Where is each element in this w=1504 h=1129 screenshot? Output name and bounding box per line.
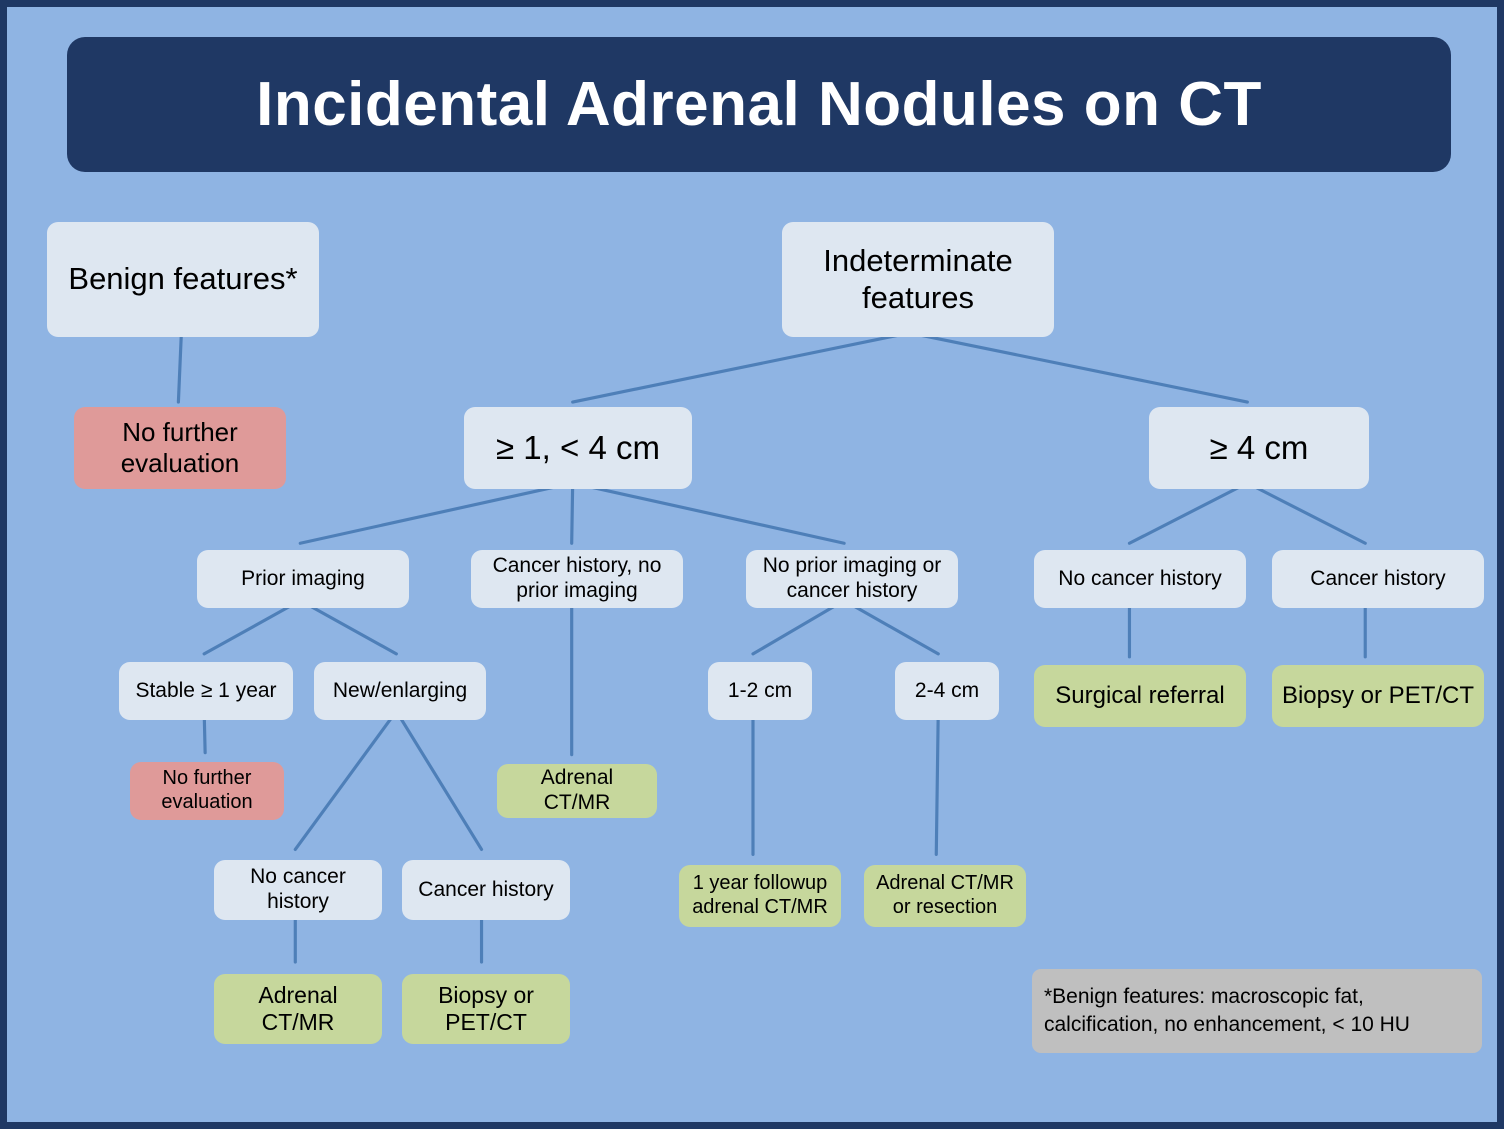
node-no_ca_hx_4[interactable]: No cancer history xyxy=(1034,550,1246,608)
edge-indet-to-size_1_4 xyxy=(571,331,912,404)
node-biopsy_pet_4[interactable]: Biopsy or PET/CT xyxy=(1272,665,1484,727)
edge-indet-to-size_4 xyxy=(907,331,1249,404)
node-ct_resect-label: Adrenal CT/MR or resection xyxy=(876,872,1014,918)
node-cm_1_2[interactable]: 1-2 cm xyxy=(708,662,812,720)
edge-size_4-to-ca_hx_4 xyxy=(1245,481,1367,545)
edge-benign-to-benign_stop xyxy=(176,331,183,404)
node-no_ca_hx_new-label: No cancer history xyxy=(250,865,346,913)
node-cm_2_4[interactable]: 2-4 cm xyxy=(895,662,999,720)
node-no_ca_hx_new[interactable]: No cancer history xyxy=(214,860,382,920)
node-benign_stop[interactable]: No further evaluation xyxy=(74,407,286,489)
node-size_1_4[interactable]: ≥ 1, < 4 cm xyxy=(464,407,692,489)
node-stable_stop-label: No further evaluation xyxy=(161,767,253,813)
edge-prior_img-to-new_enl xyxy=(298,598,398,656)
page-title-text: Incidental Adrenal Nodules on CT xyxy=(256,69,1262,139)
node-ca_no_prior-label: Cancer history, no prior imaging xyxy=(492,554,662,602)
node-biopsy_new-label: Biopsy or PET/CT xyxy=(438,981,534,1035)
edge-no_prior_ca-to-cm_1_2 xyxy=(751,598,846,656)
node-benign-label: Benign features* xyxy=(68,261,298,297)
edge-size_1_4-to-ca_no_prior xyxy=(570,481,575,545)
node-prior_img[interactable]: Prior imaging xyxy=(197,550,409,608)
edge-prior_img-to-stable xyxy=(202,598,302,656)
node-no_prior_ca[interactable]: No prior imaging or cancer history xyxy=(746,550,958,608)
edge-no_prior_ca-to-cm_2_4 xyxy=(842,598,940,656)
node-size_1_4-label: ≥ 1, < 4 cm xyxy=(496,428,660,466)
node-adrenal_new[interactable]: Adrenal CT/MR xyxy=(214,974,382,1044)
node-no_ca_hx_4-label: No cancer history xyxy=(1058,566,1222,590)
node-indet-label: Indeterminate features xyxy=(823,242,1013,315)
node-size_4[interactable]: ≥ 4 cm xyxy=(1149,407,1369,489)
node-cm_2_4-label: 2-4 cm xyxy=(914,678,980,702)
node-biopsy_pet_4-label: Biopsy or PET/CT xyxy=(1281,681,1475,709)
edge-new_enl-to-no_ca_hx_new xyxy=(293,709,398,852)
node-biopsy_new[interactable]: Biopsy or PET/CT xyxy=(402,974,570,1044)
node-ca_hx_4[interactable]: Cancer history xyxy=(1272,550,1484,608)
node-no_prior_ca-label: No prior imaging or cancer history xyxy=(762,554,942,602)
edge-size_1_4-to-no_prior_ca xyxy=(571,481,846,545)
node-cm_1_2-label: 1-2 cm xyxy=(727,678,793,702)
footnote-text: *Benign features: macroscopic fat, calci… xyxy=(1044,985,1410,1036)
node-ca_hx_new[interactable]: Cancer history xyxy=(402,860,570,920)
node-adrenal_mid-label: Adrenal CT/MR xyxy=(540,766,614,814)
node-benign_stop-label: No further evaluation xyxy=(120,417,240,478)
node-new_enl-label: New/enlarging xyxy=(332,678,468,702)
edge-size_4-to-no_ca_hx_4 xyxy=(1127,481,1249,545)
node-adrenal_new-label: Adrenal CT/MR xyxy=(258,981,338,1035)
edge-size_1_4-to-prior_img xyxy=(298,481,575,545)
page-title: Incidental Adrenal Nodules on CT xyxy=(67,37,1451,172)
node-benign[interactable]: Benign features* xyxy=(47,222,319,337)
node-ca_hx_new-label: Cancer history xyxy=(418,877,554,901)
node-stable_stop[interactable]: No further evaluation xyxy=(130,762,284,820)
node-stable-label: Stable ≥ 1 year xyxy=(135,678,277,702)
node-prior_img-label: Prior imaging xyxy=(241,566,365,590)
node-ct_resect[interactable]: Adrenal CT/MR or resection xyxy=(864,865,1026,927)
edge-new_enl-to-ca_hx_new xyxy=(394,709,484,852)
node-surg_ref[interactable]: Surgical referral xyxy=(1034,665,1246,727)
node-ca_no_prior[interactable]: Cancer history, no prior imaging xyxy=(471,550,683,608)
node-indet[interactable]: Indeterminate features xyxy=(782,222,1054,337)
footnote-box: *Benign features: macroscopic fat, calci… xyxy=(1032,969,1482,1053)
node-fu_1yr-label: 1 year followup adrenal CT/MR xyxy=(692,872,828,918)
node-new_enl[interactable]: New/enlarging xyxy=(314,662,486,720)
node-fu_1yr[interactable]: 1 year followup adrenal CT/MR xyxy=(679,865,841,927)
node-surg_ref-label: Surgical referral xyxy=(1055,681,1225,709)
edge-cm_2_4-to-ct_resect xyxy=(934,709,940,856)
node-size_4-label: ≥ 4 cm xyxy=(1209,428,1309,466)
node-adrenal_mid[interactable]: Adrenal CT/MR xyxy=(497,764,657,818)
node-ca_hx_4-label: Cancer history xyxy=(1310,566,1446,590)
node-stable[interactable]: Stable ≥ 1 year xyxy=(119,662,293,720)
